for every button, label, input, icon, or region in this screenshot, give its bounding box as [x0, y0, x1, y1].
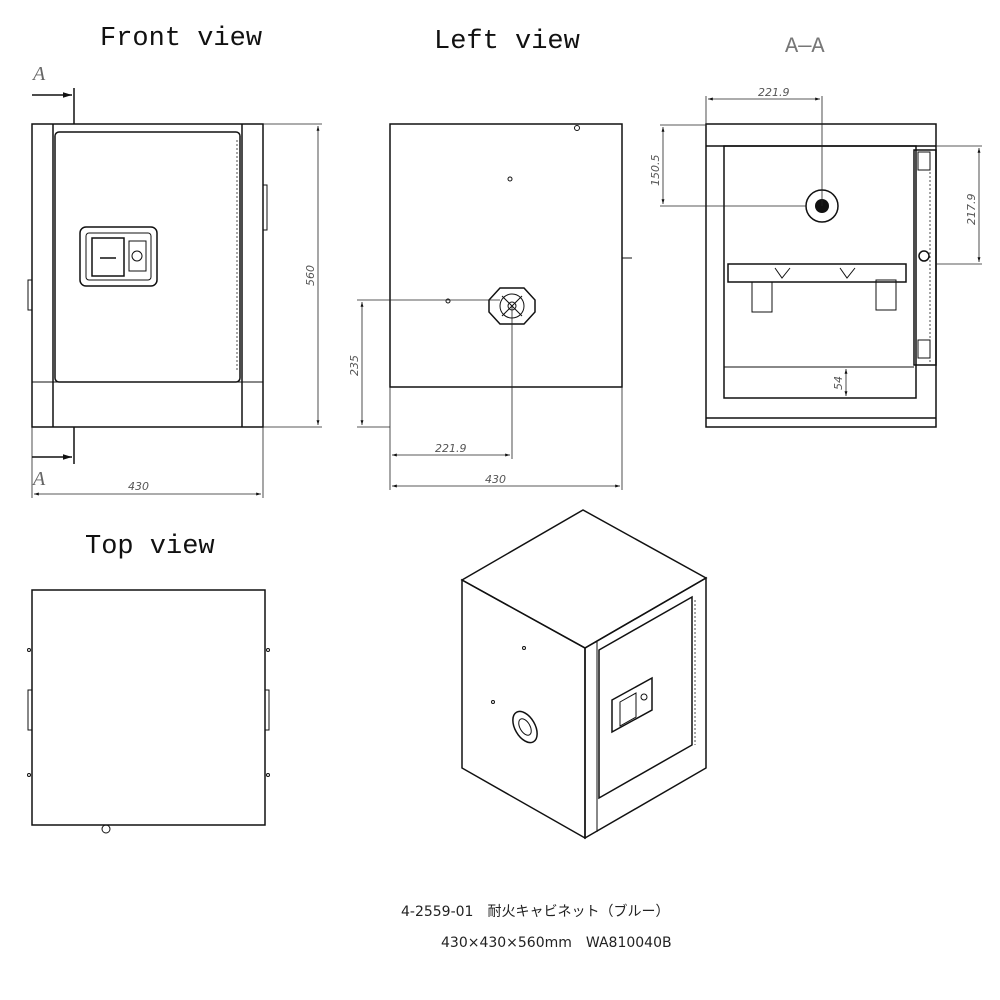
- product-size-model: 430×430×560mm WA810040B: [441, 935, 672, 951]
- iso-lock-panel: [611, 676, 653, 734]
- left-view-title: Left view: [434, 27, 580, 57]
- isometric-view: [460, 509, 708, 840]
- section-top-dimension: 150.5: [649, 155, 662, 187]
- section-bottom-dimension: 54: [832, 376, 845, 390]
- section-view: 221.9 150.5 217.9 54: [649, 86, 982, 428]
- front-width-dimension: 430: [128, 480, 149, 493]
- section-mark-bottom: A: [31, 468, 46, 490]
- left-view: 235 221.9 430: [348, 123, 632, 490]
- iso-fan-vent: [512, 710, 538, 744]
- top-view: [27, 589, 270, 834]
- left-width-dimension: 430: [485, 473, 506, 486]
- section-offset-dimension: 221.9: [758, 86, 790, 99]
- front-view: 560 430 A A: [27, 63, 322, 498]
- front-height-dimension: 560: [304, 265, 317, 286]
- section-side-dimension: 217.9: [965, 194, 978, 226]
- lock-panel: [79, 226, 158, 287]
- left-hole-height-dimension: 235: [348, 355, 361, 376]
- top-view-title: Top view: [85, 532, 215, 562]
- product-code-name: 4-2559-01 耐火キャビネット（ブルー）: [401, 904, 670, 920]
- left-hole-offset-dimension: 221.9: [435, 442, 467, 455]
- front-view-title: Front view: [100, 24, 262, 54]
- section-view-title: A—A: [785, 34, 825, 59]
- section-mark-top: A: [31, 63, 46, 85]
- shelf: [727, 263, 907, 313]
